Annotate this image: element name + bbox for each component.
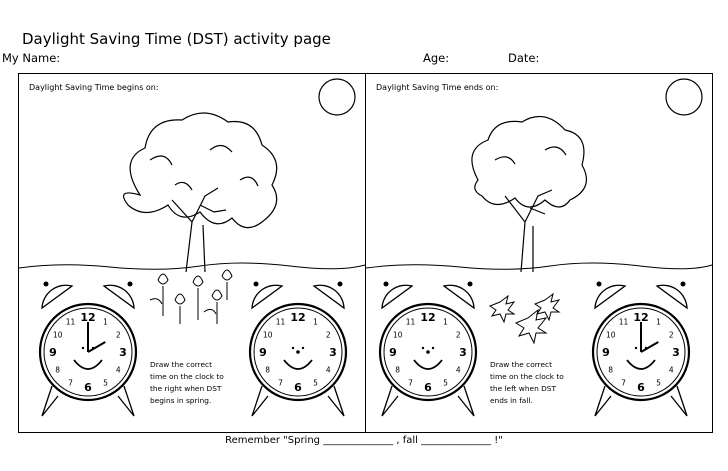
clock-number: 3: [672, 346, 680, 359]
clock-number: 3: [119, 346, 127, 359]
clock-number: 11: [66, 318, 76, 327]
clock-number: 6: [637, 381, 645, 394]
clock-number: 6: [294, 381, 302, 394]
spring-tree-icon: [122, 112, 278, 273]
clock-number: 9: [602, 346, 610, 359]
name-label: My Name:: [2, 51, 61, 65]
ground-line: [365, 262, 713, 270]
clock-number: 12: [420, 311, 435, 324]
clock-number: 9: [49, 346, 57, 359]
clock-number: 6: [424, 381, 432, 394]
clock-number: 5: [656, 378, 661, 387]
date-label: Date:: [508, 51, 540, 65]
clock-number: 2: [456, 331, 461, 340]
tulip-flowers-icon: [149, 269, 233, 324]
spring-instruction: Draw the correct time on the clock to th…: [150, 360, 224, 405]
clock-number: 10: [606, 331, 616, 340]
clock-number: 1: [313, 318, 318, 327]
fall-panel: Daylight Saving Time ends on: Draw the c…: [365, 73, 713, 433]
fall-instruction: Draw the correct time on the clock to th…: [490, 360, 564, 405]
clock-number: 4: [456, 366, 461, 375]
clock-number: 8: [265, 366, 270, 375]
page-title: Daylight Saving Time (DST) activity page: [22, 30, 331, 48]
spring-panel: Daylight Saving Time begins on: Draw the…: [18, 73, 366, 433]
clock-number: 7: [68, 378, 73, 387]
clock-number: 2: [669, 331, 674, 340]
clock-number: 9: [259, 346, 267, 359]
clock-number: 5: [313, 378, 318, 387]
clock-number: 11: [276, 318, 286, 327]
hour-hand: [640, 341, 659, 353]
clock-number: 5: [443, 378, 448, 387]
clock-number: 7: [408, 378, 413, 387]
age-label: Age:: [423, 51, 450, 65]
clock-number: 12: [633, 311, 648, 324]
spring-panel-label: Daylight Saving Time begins on:: [29, 83, 159, 92]
clock-number: 4: [116, 366, 121, 375]
clock-number: 10: [263, 331, 273, 340]
clock-number: 12: [290, 311, 305, 324]
clock-number: 1: [103, 318, 108, 327]
clock-number: 5: [103, 378, 108, 387]
clock-number: 1: [443, 318, 448, 327]
clock-number: 1: [656, 318, 661, 327]
clock-number: 10: [53, 331, 63, 340]
clock-number: 9: [389, 346, 397, 359]
ground-line: [18, 262, 366, 270]
clock-number: 7: [278, 378, 283, 387]
clock-number: 2: [116, 331, 121, 340]
clock-number: 11: [406, 318, 416, 327]
sun-icon: [318, 78, 356, 116]
sun-icon: [665, 78, 703, 116]
clock-number: 2: [326, 331, 331, 340]
clock-number: 11: [619, 318, 629, 327]
fall-panel-label: Daylight Saving Time ends on:: [376, 83, 499, 92]
clock-number: 3: [459, 346, 467, 359]
clock-number: 4: [326, 366, 331, 375]
footer-reminder: Remember "Spring ______________ , fall _…: [225, 435, 503, 446]
clock-number: 10: [393, 331, 403, 340]
hour-hand: [87, 341, 106, 353]
clock-number: 8: [608, 366, 613, 375]
clock-number: 3: [329, 346, 337, 359]
falling-leaves-icon: [488, 292, 561, 345]
clock-number: 8: [55, 366, 60, 375]
fall-tree-icon: [471, 115, 588, 273]
clock-number: 12: [80, 311, 95, 324]
clock-number: 6: [84, 381, 92, 394]
clock-number: 4: [669, 366, 674, 375]
clock-number: 8: [395, 366, 400, 375]
clock-number: 7: [621, 378, 626, 387]
